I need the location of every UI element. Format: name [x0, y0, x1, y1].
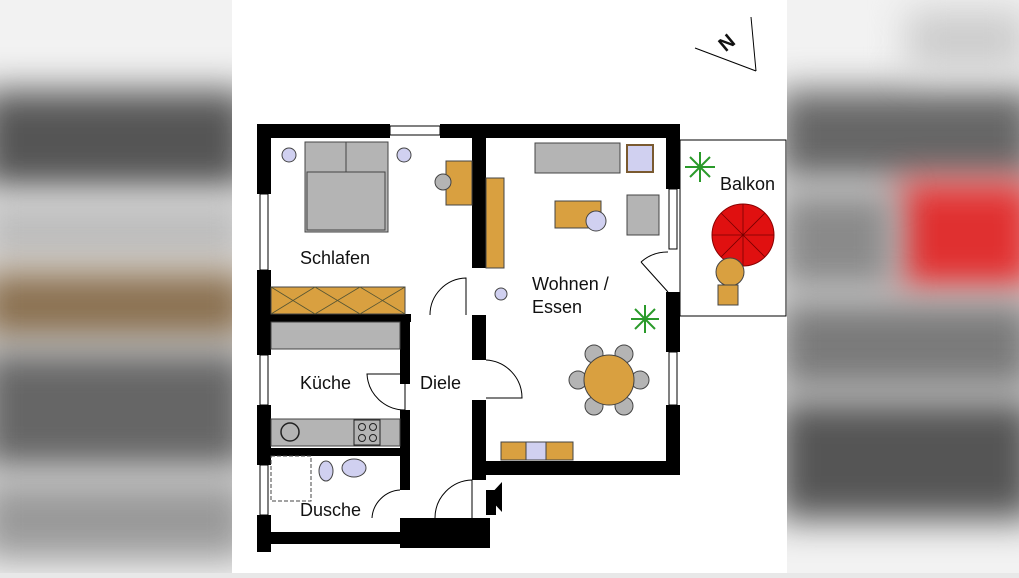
armchair — [626, 194, 660, 236]
washbasin-icon — [341, 458, 367, 478]
balcony-table — [715, 257, 745, 287]
north-arrow-icon: N — [694, 16, 757, 72]
ceiling-light — [494, 287, 508, 301]
balcony-chair — [717, 284, 739, 306]
north-label: N — [715, 30, 740, 56]
nightstand-lamp — [281, 147, 297, 163]
room-label-balkon: Balkon — [720, 174, 775, 194]
walls — [257, 124, 680, 552]
doors — [366, 251, 669, 519]
side-table — [626, 144, 654, 173]
room-label-diele: Diele — [420, 373, 461, 393]
room-label-schlafen: Schlafen — [300, 248, 370, 268]
room-label-wohnen: Wohnen / — [532, 274, 609, 294]
balcony-outline — [679, 139, 787, 317]
nightstand-lamp — [396, 147, 412, 163]
shower-tray — [270, 455, 312, 502]
kitchen-counter-top — [270, 321, 401, 350]
plant-icon — [631, 152, 715, 333]
sink-icon — [280, 422, 300, 442]
blurred-background-right — [787, 0, 1019, 573]
sofa — [534, 142, 621, 174]
room-label-essen: Essen — [532, 297, 582, 317]
room-label-dusche: Dusche — [300, 500, 361, 520]
dining-table — [583, 354, 635, 406]
blurred-background-left — [0, 0, 232, 573]
entrance-arrow-icon — [488, 482, 502, 512]
room-label-kueche: Küche — [300, 373, 351, 393]
floor-plan: N — [232, 0, 787, 573]
floor-lamp — [585, 210, 607, 232]
windows — [259, 125, 678, 516]
desk-chair — [434, 173, 452, 191]
tv-cabinet — [485, 177, 505, 269]
stove-icon — [353, 419, 381, 446]
toilet-icon — [318, 460, 334, 482]
